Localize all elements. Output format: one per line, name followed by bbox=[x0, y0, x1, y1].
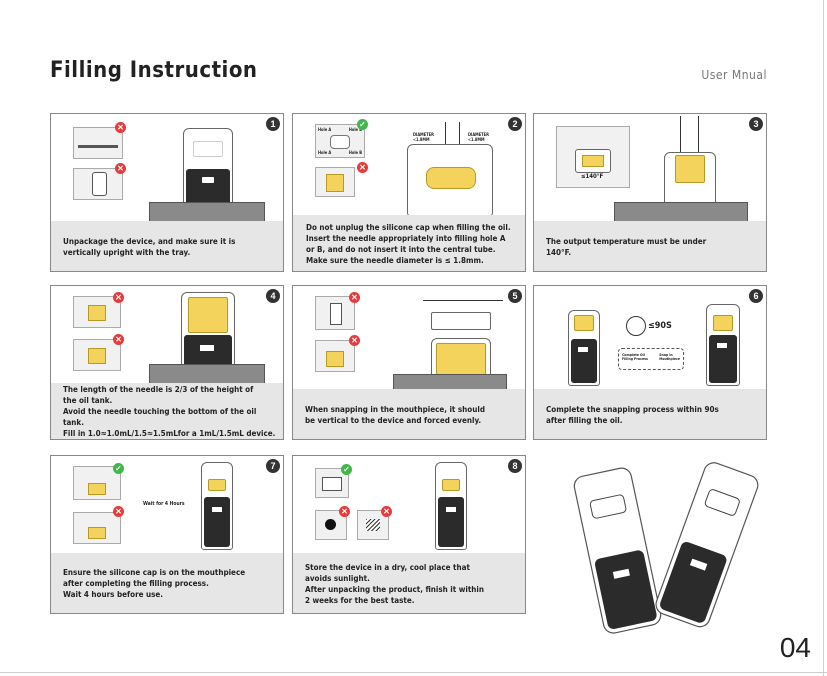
temperature-thumb: ≤140°F bbox=[556, 126, 630, 188]
step-3-number: 3 bbox=[749, 117, 763, 131]
filling-holes-thumb: Hole A Hole B Hole A Hole B bbox=[315, 124, 365, 158]
step-2-number: 2 bbox=[508, 117, 522, 131]
step-4-number: 4 bbox=[266, 289, 280, 303]
tray bbox=[149, 364, 265, 384]
wrong-mark-icon: ✕ bbox=[349, 335, 360, 346]
diameter-label-right: DIAMETER <1.8MM bbox=[468, 132, 489, 142]
step-5-caption: When snapping in the mouthpiece, it shou… bbox=[293, 389, 525, 439]
step-4-panel: 4 ✕ ✕ The length of the needle is 2/3 of… bbox=[50, 285, 284, 440]
wrong-mark-icon: ✕ bbox=[113, 292, 124, 303]
device-with-cap bbox=[201, 462, 233, 550]
process-flow: Complete Oil Filling Process Snap In Mou… bbox=[618, 348, 684, 370]
step-1-caption: Unpackage the device, and make sure it i… bbox=[51, 221, 283, 271]
cap-off-thumb bbox=[73, 512, 121, 544]
wrong-mark-icon: ✕ bbox=[339, 506, 350, 517]
mouthpiece bbox=[431, 312, 491, 330]
tray bbox=[614, 202, 748, 222]
step-3-caption: The output temperature must be under 140… bbox=[534, 221, 766, 271]
snap-uneven-thumb bbox=[315, 340, 355, 372]
center-tube-thumb bbox=[315, 167, 355, 197]
page-edge-line bbox=[823, 0, 824, 676]
step-7-panel: 7 ✓ ✕ Wait for 4 Hours Ensure the silico… bbox=[50, 455, 284, 614]
page-title: Filling Instruction bbox=[50, 58, 258, 83]
step-6-caption: Complete the snapping process within 90s… bbox=[534, 389, 766, 439]
correct-mark-icon: ✓ bbox=[341, 464, 352, 475]
correct-mark-icon: ✓ bbox=[113, 463, 124, 474]
tray bbox=[149, 202, 265, 222]
page-bottom-line bbox=[0, 672, 827, 673]
step-7-number: 7 bbox=[266, 459, 280, 473]
wrong-mark-icon: ✕ bbox=[381, 506, 392, 517]
needle bbox=[698, 116, 699, 176]
wrong-mark-icon: ✕ bbox=[113, 334, 124, 345]
device-stored bbox=[435, 462, 467, 550]
page-number: 04 bbox=[779, 632, 811, 663]
device-snapped bbox=[706, 304, 740, 386]
needle bbox=[680, 116, 681, 176]
step-1-panel: 1 ✕ ✕ Unpackage the device, and make sur… bbox=[50, 113, 284, 272]
device-top-view bbox=[407, 144, 493, 216]
wrong-mark-icon: ✕ bbox=[115, 163, 126, 174]
needle-right bbox=[459, 122, 460, 162]
needle-depth-ok-thumb bbox=[73, 296, 121, 328]
step-2-caption: Do not unplug the silicone cap when fill… bbox=[293, 215, 525, 271]
device-tank-view bbox=[181, 292, 235, 370]
correct-mark-icon: ✓ bbox=[357, 119, 368, 130]
step-6-panel: 6 ≤90S Complete Oil Filling Process Snap… bbox=[533, 285, 767, 440]
wrong-mark-icon: ✕ bbox=[349, 292, 360, 303]
wait-label: Wait for 4 Hours bbox=[143, 501, 185, 507]
wrong-mark-icon: ✕ bbox=[115, 122, 126, 133]
step-1-number: 1 bbox=[266, 117, 280, 131]
needle-depth-bad-thumb bbox=[73, 339, 121, 371]
step-8-number: 8 bbox=[508, 459, 522, 473]
timer-icon bbox=[626, 316, 646, 336]
step-5-number: 5 bbox=[508, 289, 522, 303]
device-filled bbox=[568, 310, 600, 386]
step-8-panel: 8 ✓ ✕ ✕ Store the device in a dry, cool … bbox=[292, 455, 526, 614]
temp-limit-label: ≤140°F bbox=[581, 173, 604, 180]
snap-tilted-thumb bbox=[315, 296, 355, 330]
step-2-panel: 2 Hole A Hole B Hole A Hole B ✓ ✕ DIAMET… bbox=[292, 113, 526, 272]
device-upright bbox=[183, 128, 233, 208]
unbox-flat-thumb bbox=[73, 127, 123, 159]
page-subtitle: User Mnual bbox=[701, 68, 767, 82]
wrong-mark-icon: ✕ bbox=[113, 506, 124, 517]
step-5-panel: 5 ✕ ✕ When snapping in the mouthpiece, i… bbox=[292, 285, 526, 440]
step-6-number: 6 bbox=[749, 289, 763, 303]
step-8-caption: Store the device in a dry, cool place th… bbox=[293, 553, 525, 613]
step-7-caption: Ensure the silicone cap is on the mouthp… bbox=[51, 553, 283, 613]
step-4-caption: The length of the needle is 2/3 of the h… bbox=[51, 383, 283, 439]
time-limit: ≤90S bbox=[648, 321, 672, 331]
product-illustration bbox=[570, 458, 760, 648]
diameter-label-left: DIAMETER <1.8MM bbox=[413, 132, 434, 142]
step-3-panel: 3 ≤140°F The output temperature must be … bbox=[533, 113, 767, 272]
wrong-mark-icon: ✕ bbox=[357, 162, 368, 173]
needle-left bbox=[445, 122, 446, 162]
dry-storage-thumb bbox=[315, 468, 349, 498]
unbox-tilted-thumb bbox=[73, 168, 123, 200]
